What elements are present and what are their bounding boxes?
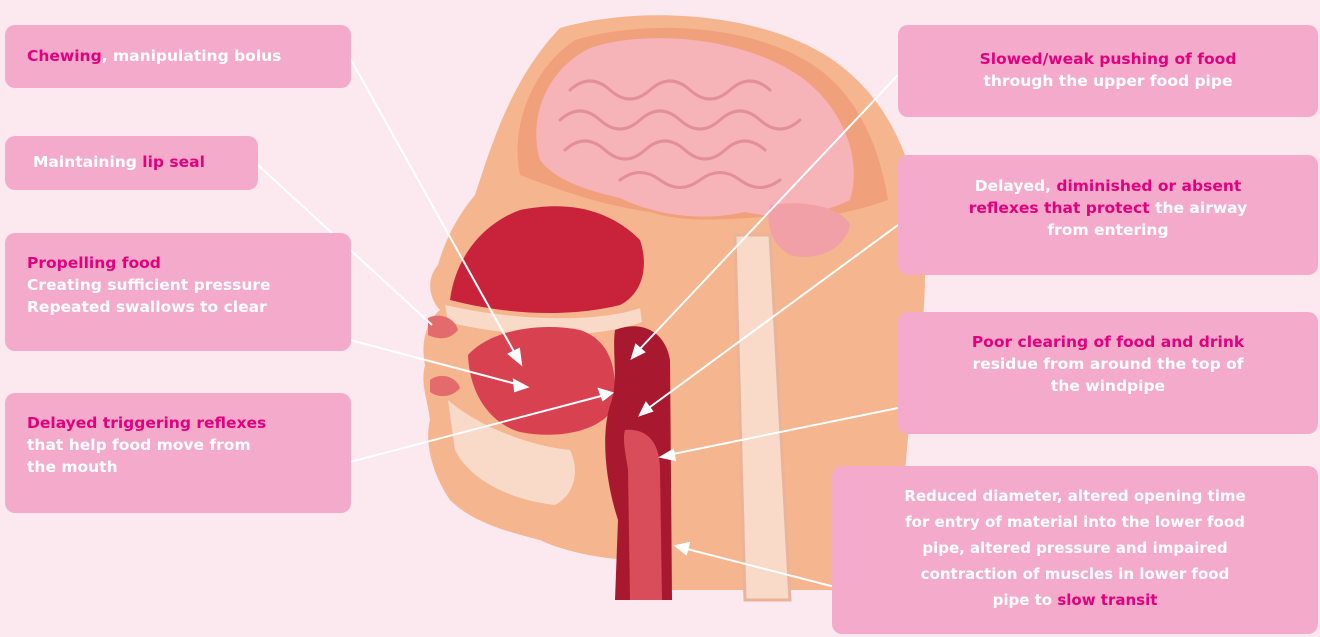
callout-reduced-diameter: Reduced diameter, altered opening time f… [832,466,1318,634]
callout-poor-clearing-line3: the windpipe [908,375,1308,397]
callout-delayed-trigger: Delayed triggering reflexes that help fo… [5,393,351,513]
callout-slowed-push-highlight: Slowed/weak pushing of food [908,48,1308,70]
callout-chewing-text: , manipulating bolus [102,47,282,65]
trachea [624,430,662,600]
callout-propelling-line2: Creating sufficient pressure [27,274,329,296]
callout-reduced-diameter-text: pipe to [993,591,1058,609]
callout-reflexes-highlight-2: reflexes that protect [969,199,1150,217]
callout-propelling-line3: Repeated swallows to clear [27,296,329,318]
callout-lip-seal: Maintaining lip seal [5,136,258,190]
callout-reflexes-line3: from entering [908,219,1308,241]
callout-poor-clearing: Poor clearing of food and drink residue … [898,312,1318,434]
callout-lip-seal-text: Maintaining [33,153,142,171]
callout-delayed-trigger-highlight: Delayed triggering reflexes [27,412,329,434]
callout-reflexes-text-2: the airway [1150,199,1248,217]
callout-lip-seal-highlight: lip seal [142,153,205,171]
callout-delayed-trigger-line3: the mouth [27,456,329,478]
callout-reduced-diameter-line2: for entry of material into the lower foo… [842,509,1308,535]
callout-reduced-diameter-line3: pipe, altered pressure and impaired [842,535,1308,561]
callout-reduced-diameter-line1: Reduced diameter, altered opening time [842,483,1308,509]
callout-reduced-diameter-line4: contraction of muscles in lower food [842,561,1308,587]
callout-propelling-highlight: Propelling food [27,252,329,274]
callout-chewing: Chewing, manipulating bolus [5,25,351,88]
callout-slowed-push-line2: through the upper food pipe [908,70,1308,92]
callout-reflexes-highlight-1: diminished or absent [1056,177,1241,195]
callout-poor-clearing-highlight: Poor clearing of food and drink [908,331,1308,353]
callout-reflexes: Delayed, diminished or absent reflexes t… [898,155,1318,275]
callout-reduced-diameter-highlight: slow transit [1057,591,1157,609]
callout-slowed-push: Slowed/weak pushing of food through the … [898,25,1318,117]
callout-reflexes-text: Delayed, [975,177,1057,195]
callout-delayed-trigger-line2: that help food move from [27,434,329,456]
callout-propelling: Propelling food Creating sufficient pres… [5,233,351,351]
callout-poor-clearing-line2: residue from around the top of [908,353,1308,375]
callout-chewing-highlight: Chewing [27,47,102,65]
